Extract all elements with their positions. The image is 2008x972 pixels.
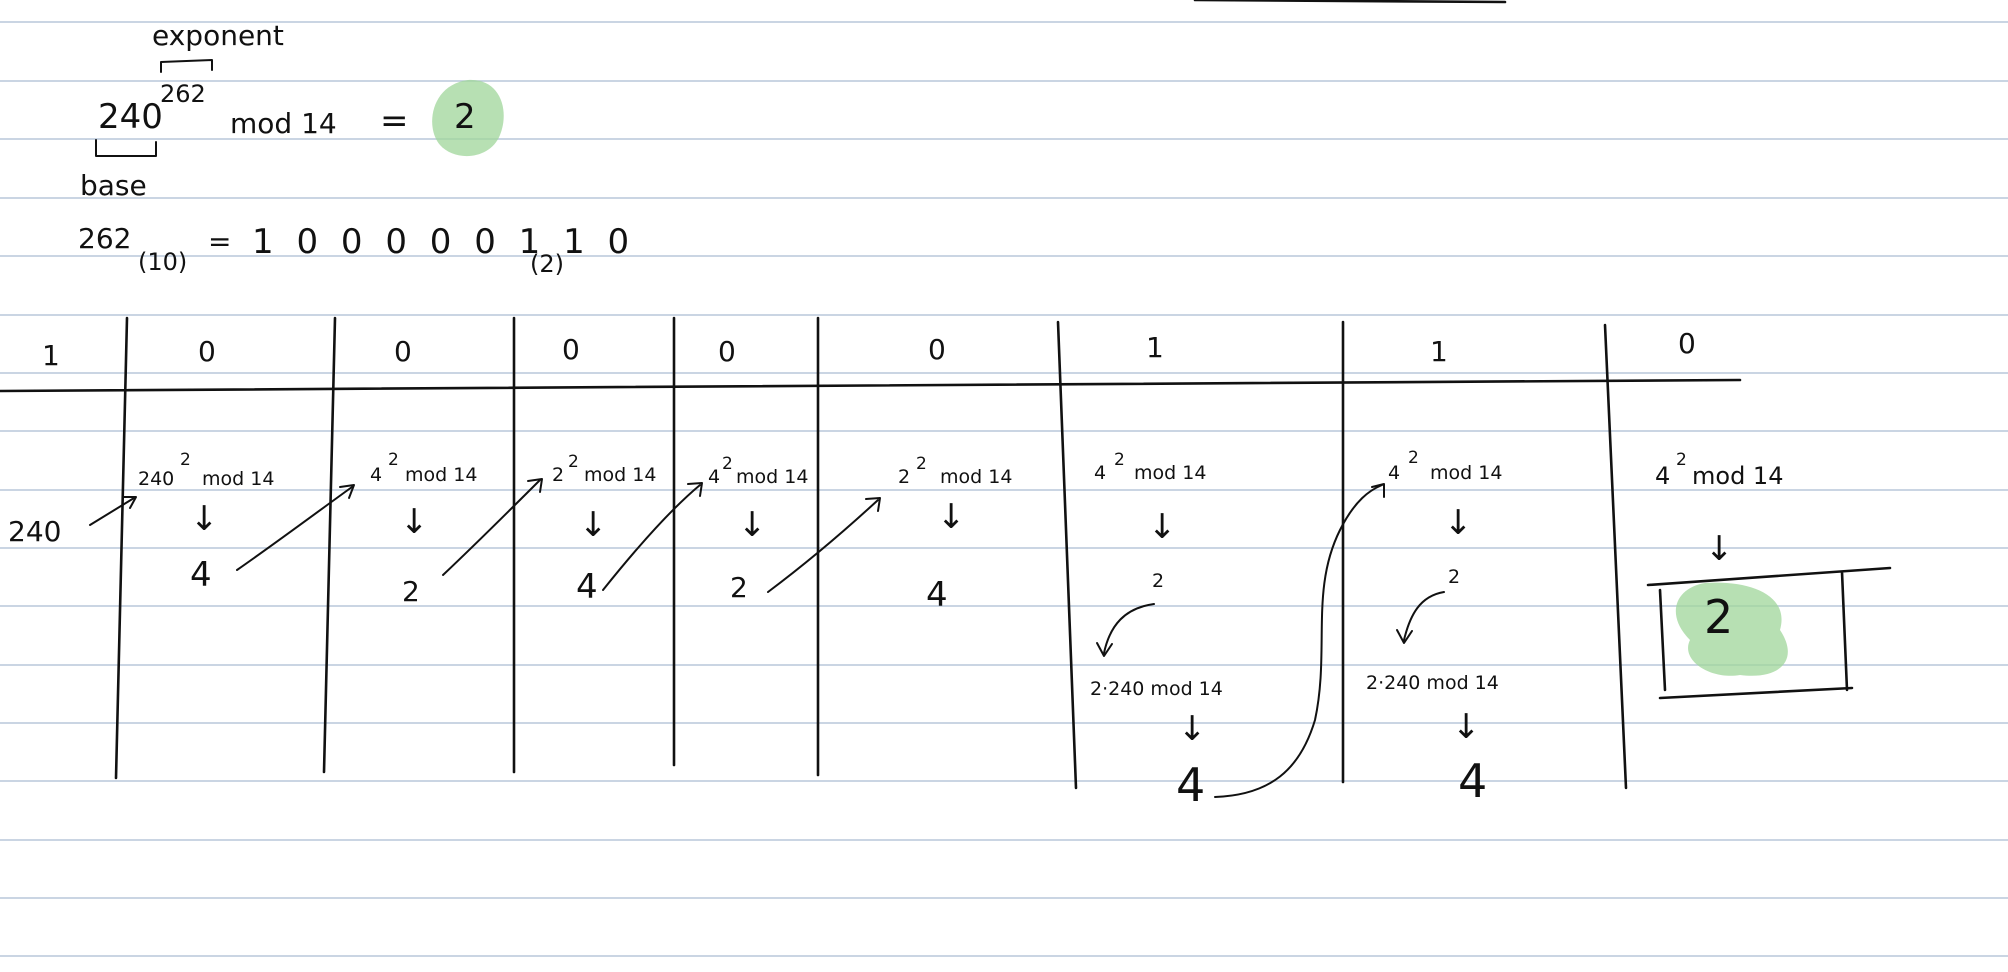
binary-subscript: (2) bbox=[530, 250, 564, 278]
square-exponent: 2 bbox=[180, 450, 191, 470]
square-base: 4 bbox=[708, 466, 721, 488]
down-arrow-icon: ↓ bbox=[579, 505, 608, 545]
col-divider-1 bbox=[114, 316, 129, 780]
down-arrow-icon: ↓ bbox=[937, 497, 966, 537]
square-exponent: 2 bbox=[1408, 448, 1419, 468]
bit-cell: 0 bbox=[198, 335, 216, 368]
carry-arrow-1 bbox=[236, 486, 353, 571]
bit-cell: 1 bbox=[1430, 335, 1448, 368]
multiply-result: 4 bbox=[1176, 758, 1206, 812]
square-mod: mod 14 bbox=[1692, 462, 1784, 490]
multiply-result: 4 bbox=[1458, 754, 1488, 808]
square-mod: mod 14 bbox=[736, 466, 809, 488]
square-exponent: 2 bbox=[388, 450, 399, 470]
bit-cell: 0 bbox=[928, 333, 946, 366]
square-exponent: 2 bbox=[568, 452, 579, 472]
square-mod: mod 14 bbox=[405, 464, 478, 486]
final-answer-highlight bbox=[1675, 582, 1788, 676]
square-result: 2 bbox=[730, 571, 748, 604]
mod-text: mod 14 bbox=[230, 107, 337, 140]
down-arrow-icon: ↓ bbox=[1452, 707, 1481, 747]
square-exponent: 2 bbox=[722, 454, 733, 474]
exponent-label: exponent bbox=[152, 19, 284, 52]
start-value: 240 bbox=[8, 515, 62, 548]
curve-arrow-multiply-2 bbox=[1403, 591, 1445, 641]
decimal-value: 262 bbox=[78, 222, 132, 255]
bit-cell: 0 bbox=[718, 335, 736, 368]
bit-cell: 1 bbox=[42, 339, 60, 372]
square-base: 4 bbox=[1655, 462, 1671, 490]
carry-arrow-4 bbox=[767, 499, 879, 593]
square-result: 4 bbox=[190, 555, 212, 595]
square-base: 2 bbox=[898, 466, 911, 488]
square-exponent: 2 bbox=[1114, 450, 1125, 470]
carry-arrow-2 bbox=[442, 479, 541, 576]
col-divider-6 bbox=[1056, 320, 1078, 790]
square-exponent: 2 bbox=[916, 454, 927, 474]
equals-sign: = bbox=[380, 101, 409, 141]
square-mod: mod 14 bbox=[940, 466, 1013, 488]
base-value: 240 bbox=[98, 97, 163, 137]
col-divider-8 bbox=[1603, 323, 1628, 790]
square-base: 4 bbox=[370, 464, 383, 486]
down-arrow-icon: ↓ bbox=[190, 499, 219, 539]
table-header-line bbox=[0, 378, 1742, 393]
square-result: 2 bbox=[402, 575, 420, 608]
carry-arrow-start bbox=[89, 497, 135, 526]
multiply-expr: 2·240 mod 14 bbox=[1090, 678, 1223, 700]
long-carry-arrow bbox=[1214, 484, 1383, 798]
down-arrow-icon: ↓ bbox=[738, 505, 767, 545]
down-arrow-icon: ↓ bbox=[1705, 529, 1734, 569]
square-mod: mod 14 bbox=[202, 468, 275, 490]
square-result: 4 bbox=[926, 575, 948, 615]
carry-arrow-3 bbox=[602, 484, 701, 591]
square-mod: mod 14 bbox=[1430, 462, 1503, 484]
square-base: 2 bbox=[552, 464, 565, 486]
square-result: 2 bbox=[1448, 566, 1461, 588]
square-base: 240 bbox=[138, 468, 175, 490]
base-bracket bbox=[95, 139, 157, 157]
down-arrow-icon: ↓ bbox=[1178, 709, 1207, 749]
binary-equals: = bbox=[208, 225, 232, 258]
base-label: base bbox=[80, 169, 147, 202]
down-arrow-icon: ↓ bbox=[1444, 503, 1473, 543]
multiply-expr: 2·240 mod 14 bbox=[1366, 672, 1499, 694]
top-edge-stroke bbox=[1193, 0, 1507, 4]
result-value: 2 bbox=[454, 97, 476, 137]
exponent-bracket bbox=[160, 59, 213, 73]
bit-cell: 0 bbox=[394, 335, 412, 368]
square-result: 2 bbox=[1152, 570, 1165, 592]
square-mod: mod 14 bbox=[1134, 462, 1207, 484]
col-divider-2 bbox=[322, 316, 337, 774]
down-arrow-icon: ↓ bbox=[1148, 507, 1177, 547]
square-exponent: 2 bbox=[1676, 450, 1687, 470]
down-arrow-icon: ↓ bbox=[400, 502, 429, 542]
bit-cell: 0 bbox=[562, 333, 580, 366]
square-base: 4 bbox=[1094, 462, 1107, 484]
square-mod: mod 14 bbox=[584, 464, 657, 486]
decimal-subscript: (10) bbox=[138, 248, 188, 276]
square-result: 4 bbox=[576, 567, 598, 607]
bit-cell: 0 bbox=[1678, 327, 1696, 360]
square-base: 4 bbox=[1388, 462, 1401, 484]
answer-box bbox=[1646, 566, 1892, 700]
binary-value: 1 0 0 0 0 0 1 1 0 bbox=[252, 222, 636, 262]
final-answer: 2 bbox=[1704, 590, 1734, 644]
curve-arrow-multiply-1 bbox=[1103, 603, 1155, 654]
bit-cell: 1 bbox=[1146, 331, 1164, 364]
exponent-value: 262 bbox=[160, 80, 206, 108]
result-highlight bbox=[432, 79, 504, 157]
